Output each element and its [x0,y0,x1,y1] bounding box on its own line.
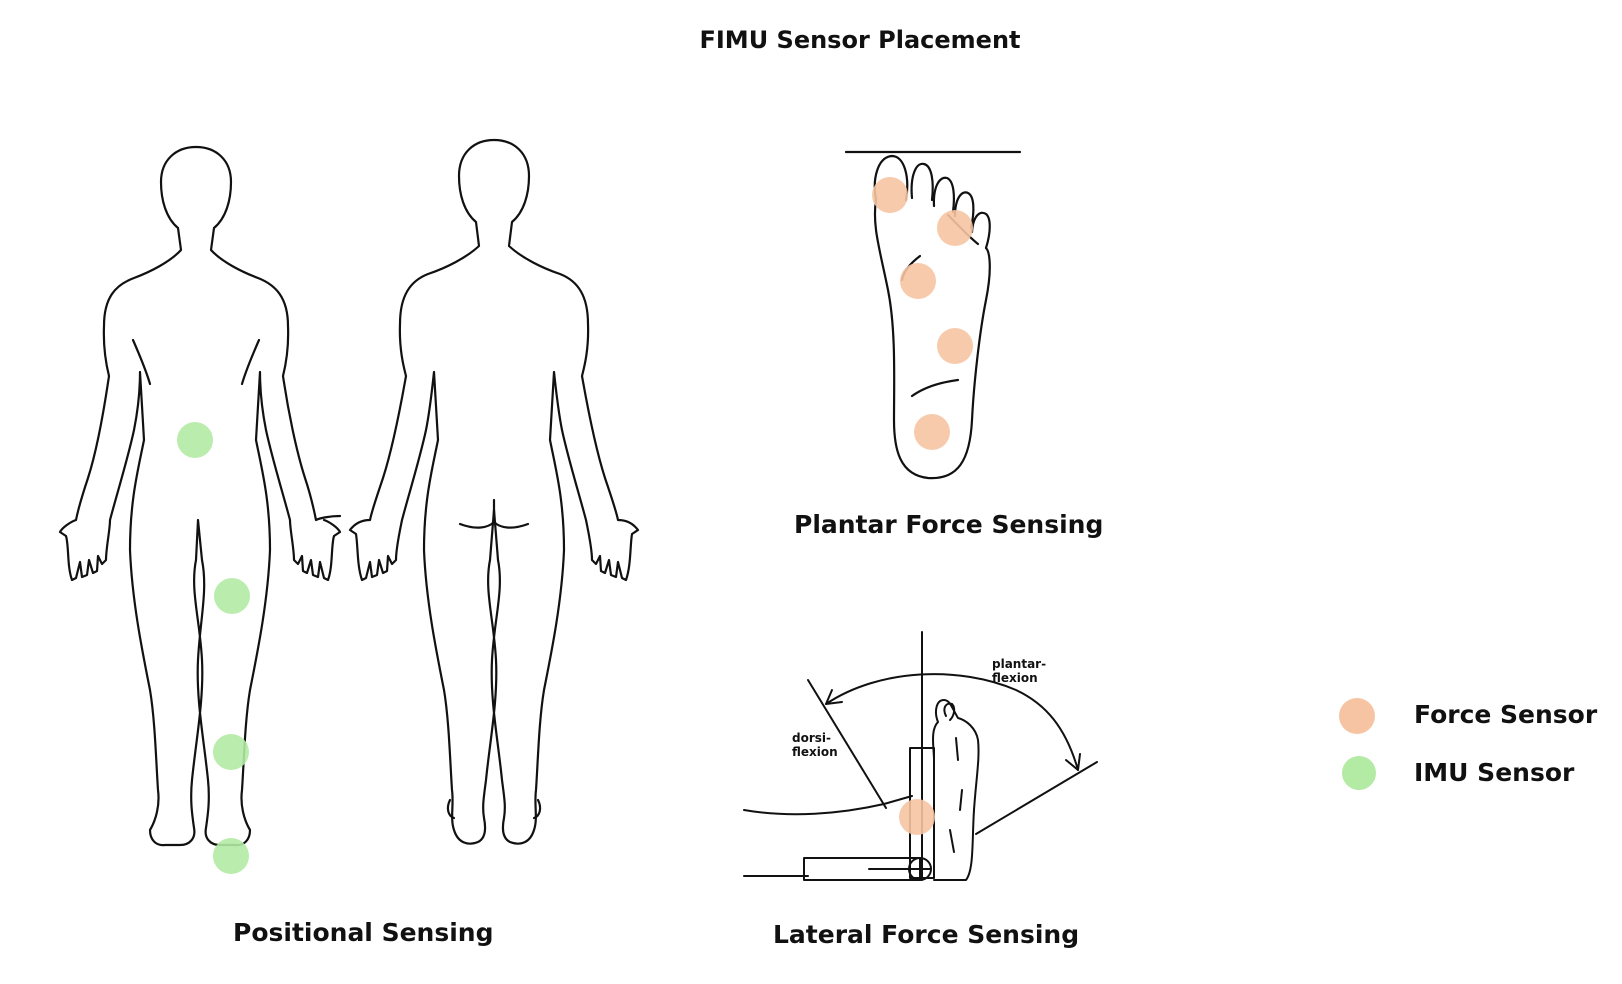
back-body-figure [350,140,638,844]
plantarflexion-label-line2: flexion [992,671,1038,685]
plantarflexion-label-line1: plantar- [992,657,1046,671]
legend-imu-swatch [1342,756,1376,790]
force-sensor-heel [914,414,950,450]
force-sensor-midfoot [937,328,973,364]
front-body-figure [60,147,340,845]
legend-force-label: Force Sensor [1414,700,1597,729]
legend-imu-label: IMU Sensor [1414,758,1574,787]
legend-markers [1339,698,1376,790]
imu-sensor-thigh [214,578,250,614]
legend-force-swatch [1339,698,1375,734]
imu-sensor-waist [177,422,213,458]
plantar-force-sensing-caption: Plantar Force Sensing [794,510,1103,539]
page-title: FIMU Sensor Placement [0,26,1622,54]
angle-labels: plantar- flexion dorsi- flexion [792,657,1046,759]
force-sensor-metatarsal-medial [900,263,936,299]
force-sensor-lateral [899,799,935,835]
imu-sensor-foot [213,838,249,874]
plantar-force-markers [872,177,973,450]
dorsiflexion-label-line1: dorsi- [792,731,831,745]
force-sensor-hallux [872,177,908,213]
positional-sensing-caption: Positional Sensing [233,918,494,947]
lateral-force-sensing-caption: Lateral Force Sensing [773,920,1079,949]
lateral-force-markers [899,799,935,835]
force-sensor-metatarsal-lateral [937,210,973,246]
imu-sensor-markers [177,422,250,874]
imu-sensor-shank [213,734,249,770]
dorsiflexion-label-line2: flexion [792,745,838,759]
